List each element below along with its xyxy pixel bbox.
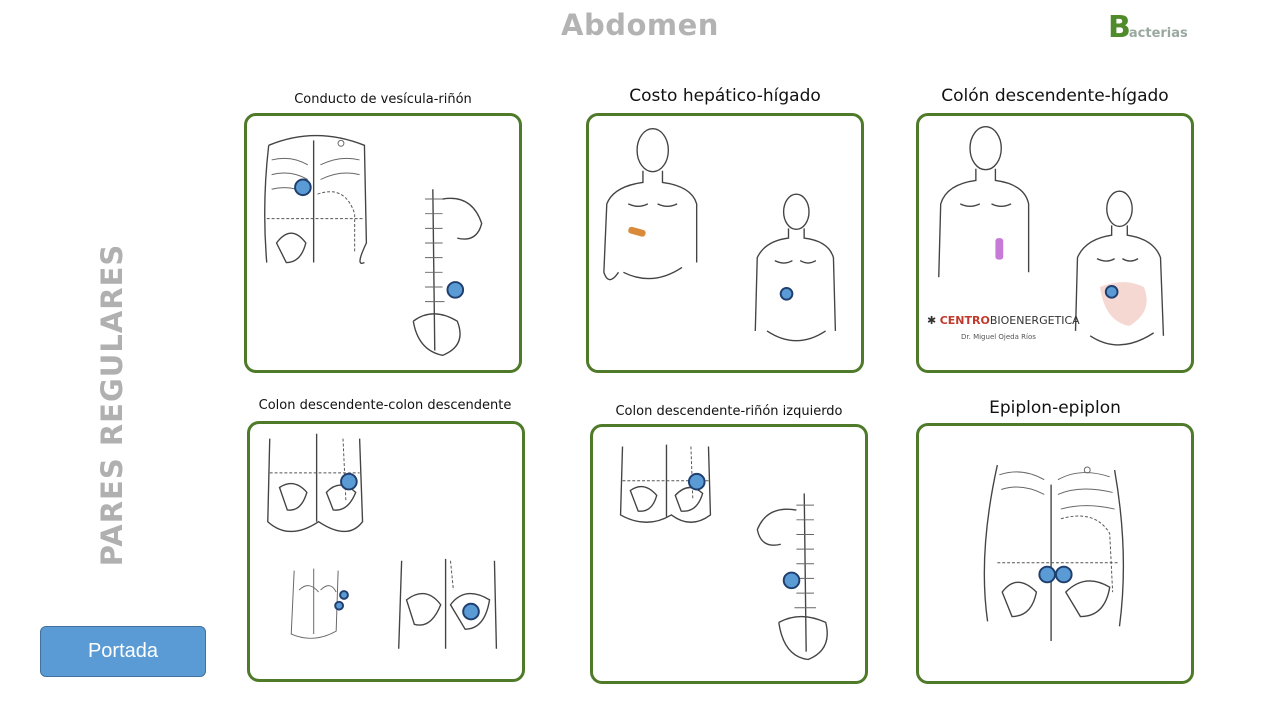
- brand-initial: B: [1108, 10, 1131, 45]
- marker-dot: [779, 286, 794, 301]
- torso-spine-illustration: [619, 444, 828, 661]
- logo-author: Dr. Miguel Ojeda Ríos: [961, 333, 1036, 341]
- centro-bioenergetica-logo: ✱ CENTROBIOENERGETICA Dr. Miguel Ojeda R…: [927, 314, 1107, 354]
- panel-caption-4: Colon descendente-colon descendente: [258, 398, 512, 413]
- portada-button[interactable]: Portada: [40, 626, 206, 677]
- marker-dot: [446, 281, 465, 299]
- panel-vesicula-rinon: [244, 113, 522, 373]
- logo-brand-rest: BIOENERGETICA: [989, 314, 1080, 327]
- panel-costo-hepatico-higado: [586, 113, 864, 373]
- marker-dot: [782, 571, 801, 590]
- marker-dot: [687, 472, 706, 491]
- panel-colon-descendente-higado: ✱ CENTROBIOENERGETICA Dr. Miguel Ojeda R…: [916, 113, 1194, 373]
- panel-caption-3: Colón descendente-hígado: [941, 86, 1169, 106]
- panel-caption-6: Epiplon-epiplon: [989, 398, 1121, 418]
- panel-colon-descendente-rinon-izquierdo: [590, 424, 868, 684]
- torso-illustration: [983, 464, 1125, 641]
- male-figures-illustration: [603, 128, 837, 342]
- logo-brand-bold: CENTRO: [939, 314, 990, 327]
- brand-logo: Bacterias: [1108, 10, 1188, 45]
- marker-dot: [1055, 565, 1073, 584]
- marker-dot: [1104, 285, 1119, 299]
- male-figures-illustration: [938, 126, 1165, 346]
- panel-caption-5: Colon descendente-riñón izquierdo: [615, 404, 843, 419]
- marker-dot: [294, 178, 312, 197]
- marker-dot: [334, 600, 344, 611]
- panel-caption-1: Conducto de vesícula-riñón: [294, 92, 472, 107]
- brand-rest: acterias: [1128, 26, 1188, 41]
- panel-caption-2: Costo hepático-hígado: [629, 86, 821, 106]
- page-title: Abdomen: [561, 8, 719, 42]
- torso-pelvis-illustration: [267, 433, 498, 649]
- highlight-mark: [628, 226, 646, 237]
- panel-epiplon-epiplon: [916, 423, 1194, 684]
- side-label-text: PARES REGULARES: [95, 243, 129, 567]
- torso-spine-illustration: [264, 134, 483, 357]
- marker-dot: [340, 472, 358, 491]
- highlight-mark: [995, 238, 1004, 260]
- side-label: PARES REGULARES: [95, 240, 129, 570]
- panel-colon-descendente-colon: [247, 421, 525, 682]
- marker-dot: [1038, 565, 1056, 584]
- marker-dot: [339, 590, 349, 600]
- marker-dot: [462, 602, 480, 621]
